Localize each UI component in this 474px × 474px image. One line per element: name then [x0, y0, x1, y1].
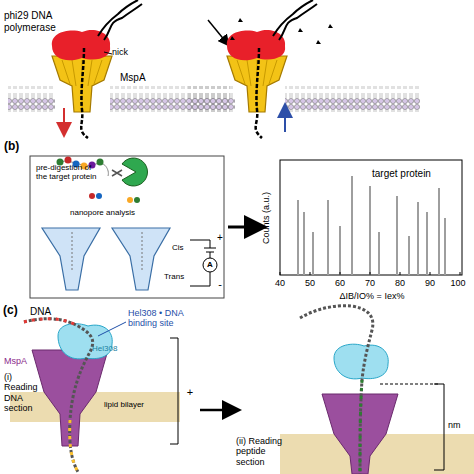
tick-label: 70 [365, 278, 375, 288]
dimension-label: nm [448, 420, 461, 430]
polymerase [52, 30, 110, 60]
lipid-membrane [285, 86, 420, 112]
dna-strand [70, 420, 78, 472]
part-label: nick [112, 47, 128, 57]
histogram-bars [408, 236, 410, 275]
peptide [134, 197, 140, 203]
axis-ticks [280, 272, 460, 275]
nucleotides [230, 18, 333, 44]
part-label: DNA [30, 306, 51, 318]
ssdna [81, 48, 88, 138]
peptide [96, 193, 102, 199]
current-arrow [284, 110, 286, 132]
nanopore [42, 228, 100, 290]
histogram-bars [297, 176, 446, 275]
dna-helix [98, 0, 138, 36]
part-label: Hel308 [92, 344, 117, 353]
polarity-sign: + [217, 232, 223, 244]
translocation [72, 232, 142, 272]
panel-frame [30, 156, 224, 298]
tick-label: 100 [450, 278, 465, 288]
histogram-bars [444, 218, 446, 275]
tick-label: 50 [305, 278, 315, 288]
panel-letter: (b) [4, 140, 19, 154]
dimension-line [380, 384, 440, 385]
circuit [190, 240, 216, 286]
peptide-strand [360, 380, 362, 474]
tick-label: 40 [275, 278, 285, 288]
histogram-bars [339, 226, 341, 275]
chart-title: target protein [372, 168, 431, 180]
histogram-bars [312, 232, 314, 275]
bracket [170, 338, 178, 444]
lipid-bilayer [10, 392, 180, 422]
step-label: pre-digestion of the target protein [36, 163, 102, 181]
ssdna [256, 48, 262, 138]
side-label: Trans [164, 272, 184, 281]
histogram-bars [426, 212, 428, 275]
polymerase [227, 30, 285, 60]
step-label: nanopore analysis [70, 208, 135, 217]
peptide [89, 193, 95, 199]
polarity-sign: - [218, 278, 222, 291]
histogram-bars [417, 202, 419, 275]
leader-line [98, 322, 126, 336]
lipid-membrane [8, 86, 55, 112]
dna-strand [300, 306, 373, 474]
side-label: Cis [172, 243, 184, 252]
histogram-bars [438, 188, 440, 275]
panel-c [10, 306, 474, 474]
flow-arrow [200, 409, 232, 412]
peptide [127, 197, 133, 203]
histogram-bars [378, 232, 380, 275]
part-label: phi29 DNA polymerase [4, 10, 66, 33]
lipid-membrane [188, 86, 230, 112]
tick-label: 60 [335, 278, 345, 288]
step-label: (i) Reading DNA section [4, 372, 44, 413]
dna-helix [279, 4, 317, 40]
histogram-bars [297, 200, 299, 275]
hel308 [334, 344, 388, 379]
nanopore [112, 228, 170, 290]
flow-arrow [228, 226, 256, 229]
step-label: (ii) Reading peptide section [236, 436, 296, 467]
protease [122, 158, 147, 186]
current-arrow [63, 108, 65, 130]
part-label: MspA [4, 356, 27, 366]
panel-letter: (c) [3, 304, 18, 318]
part-label: MspA [120, 72, 146, 84]
lipid-membrane [110, 86, 235, 112]
residue [65, 157, 72, 164]
panel-a [8, 0, 420, 138]
histogram-bars [369, 186, 371, 275]
arrow [208, 20, 226, 42]
ammeter [203, 258, 217, 272]
residue [97, 159, 104, 166]
histogram-bars [351, 176, 353, 275]
scissors [112, 170, 122, 176]
part-label: lipid bilayer [104, 400, 152, 409]
histogram-bars [327, 200, 329, 275]
bracket [434, 384, 444, 470]
chart-frame [280, 160, 462, 275]
axis-title: Counts (a.u.) [261, 192, 271, 244]
dna-helix [104, 4, 142, 40]
dna-strand [24, 319, 93, 472]
tick-label: 80 [395, 278, 405, 288]
nick-leader [104, 52, 112, 54]
part-label: Hel308 • DNA binding site [128, 308, 212, 329]
panel-b [30, 156, 462, 298]
histogram-bars [303, 212, 305, 275]
ammeter-label: A [207, 260, 213, 269]
histogram-bars [396, 196, 398, 275]
tick-label: 90 [425, 278, 435, 288]
dna-helix [273, 0, 313, 36]
dna-strand [24, 319, 78, 326]
polarity-sign: + [187, 386, 193, 399]
axis-title: ΔIB/IO% = Iex% [340, 291, 405, 301]
